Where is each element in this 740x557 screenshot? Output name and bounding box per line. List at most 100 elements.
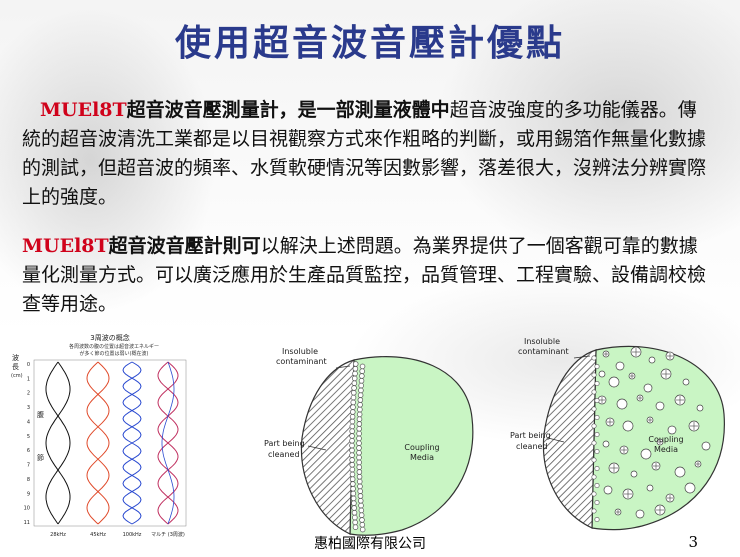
leader-line (335, 365, 351, 369)
intro-bold-text: 超音波音壓測量計，是一部測量液體中 (126, 99, 450, 121)
contaminant-bubble (352, 524, 359, 530)
contaminant-bubble (359, 373, 365, 379)
contaminant-bubble (594, 363, 600, 369)
contaminant-bubble (591, 474, 597, 480)
antinode-label: 腹 (37, 410, 44, 419)
contaminant-bubble (603, 485, 613, 495)
contaminant-bubble (594, 398, 600, 404)
label-media: Media (410, 453, 434, 462)
leader-line (307, 445, 327, 451)
label-cleaned: cleaned (268, 450, 300, 459)
y-tick-label: 0 (27, 362, 30, 368)
wave-multi-inner (161, 361, 175, 525)
contaminant-bubble (616, 398, 628, 410)
contaminant-bubble (630, 470, 638, 478)
contaminant-bubble (359, 517, 365, 523)
label-contaminant: contaminant (276, 357, 327, 366)
contaminant-bubble (357, 397, 364, 403)
label-coupling: Coupling (648, 435, 683, 444)
contaminant-bubble (655, 401, 665, 411)
contaminant-bubble (640, 448, 652, 460)
wave-45khz (86, 361, 110, 525)
contaminant-bubble (358, 502, 364, 509)
footer-company: 惠柏國際有限公司 (314, 536, 426, 552)
y-axis-unit: (cm) (11, 373, 23, 379)
contaminant-bubble (591, 372, 597, 378)
contaminant-bubble (674, 466, 686, 478)
label-insoluble: Insoluble (524, 337, 560, 346)
contaminant-bubble (594, 380, 600, 386)
contaminant-bubble (351, 385, 357, 391)
contaminant-bubble (356, 426, 362, 432)
paragraph-intro: MUEl8T超音波音壓測量計，是一部測量液體中超音波強度的多功能儀器。傳統的超音… (22, 96, 712, 212)
contaminant-bubble (351, 505, 357, 511)
contaminant-bubble (357, 392, 364, 398)
contaminant-bubble (352, 514, 358, 521)
wave-45khz (86, 361, 110, 525)
brand-name: MUEl8T (40, 99, 127, 121)
y-tick-label: 2 (27, 391, 30, 397)
label-contaminant: contaminant (518, 347, 569, 356)
cleaning-figure-before: Insoluble contaminant Part being cleaned… (262, 338, 482, 538)
contaminant-bubble (356, 459, 362, 466)
y-tick-label: 1 (27, 376, 30, 382)
contaminant-bubble (696, 404, 704, 412)
wave-figure-subtitle: 各周波数の腹の位置は超音波エネルギー (69, 343, 159, 350)
contaminant-bubble (349, 462, 355, 468)
contaminant-bubble (356, 435, 362, 442)
contaminant-bubble (358, 382, 364, 389)
x-label-100khz: 100kHz (123, 532, 142, 538)
page-number: 3 (688, 533, 698, 551)
contaminant-bubble (591, 423, 597, 429)
contaminant-bubble (350, 399, 356, 406)
plot-frame (33, 359, 187, 527)
contaminant-bubble (648, 356, 656, 364)
contaminant-bubble (591, 355, 597, 361)
contaminant-bubble (349, 447, 355, 454)
contaminant-bubble (350, 490, 357, 497)
contaminant-bubble (591, 457, 597, 463)
y-tick-label: 5 (27, 434, 30, 440)
contaminant-bubble (357, 478, 363, 485)
y-tick-label: 7 (27, 463, 30, 469)
contaminant-bubble (350, 409, 356, 415)
contaminant-bubble (349, 476, 356, 482)
part-being-cleaned (300, 359, 355, 535)
contaminant-bubble (349, 433, 355, 439)
wave-100khz (122, 361, 142, 525)
contaminant-bubble (349, 423, 356, 430)
solution-bold-text: 超音波音壓計則可 (108, 235, 261, 257)
contaminant-bubble (359, 522, 366, 528)
label-part-being: Part being (264, 439, 305, 448)
label-cleaned: cleaned (516, 442, 548, 451)
contaminant-bubble (357, 493, 364, 499)
wave-figure-title: 3周波の概念 (90, 333, 129, 342)
contaminant-bubble (350, 486, 356, 492)
contaminant-particles (349, 361, 366, 533)
contaminant-bubble (356, 430, 362, 437)
contaminant-bubble (356, 464, 363, 470)
coupling-media (349, 356, 474, 536)
contaminant-bubble (358, 378, 365, 384)
contaminant-bubble (602, 440, 610, 448)
intro-text: 超音波強度的多功能儀器。傳統的超音波清洗工業都是以目視觀察方式來作粗略的判斷，或… (22, 99, 707, 208)
contaminant-bubble (357, 406, 363, 413)
y-axis-label: 波 (12, 353, 19, 362)
contaminant-bubble (608, 376, 620, 388)
y-axis-label: 長 (12, 363, 19, 371)
paragraph-solution: MUEl8T超音波音壓計則可以解決上述問題。為業界提供了一個客觀可靠的數據量化測… (22, 232, 712, 319)
contaminant-bubble (622, 420, 634, 432)
contaminant-bubble (349, 428, 355, 434)
contaminant-bubble (351, 375, 358, 382)
contaminant-bubble (358, 387, 364, 394)
y-tick-label: 3 (27, 405, 30, 411)
contaminant-bubble (591, 389, 597, 395)
contaminant-bubble (349, 457, 355, 463)
standing-wave-diagram: 3周波の概念 各周波数の腹の位置は超音波エネルギー が多く節の位置は弱い(概在波… (11, 333, 187, 538)
x-label-multi: マルチ (3周波) (151, 531, 185, 538)
label-insoluble: Insoluble (282, 347, 318, 356)
wave-28khz (45, 361, 71, 525)
contaminant-bubble (594, 432, 600, 438)
solution-text: 以解決上述問題。為業界提供了一個客觀可靠的數據量化測量方式。可以廣泛應用於生產品… (22, 235, 707, 315)
contaminant-bubble (352, 361, 359, 367)
